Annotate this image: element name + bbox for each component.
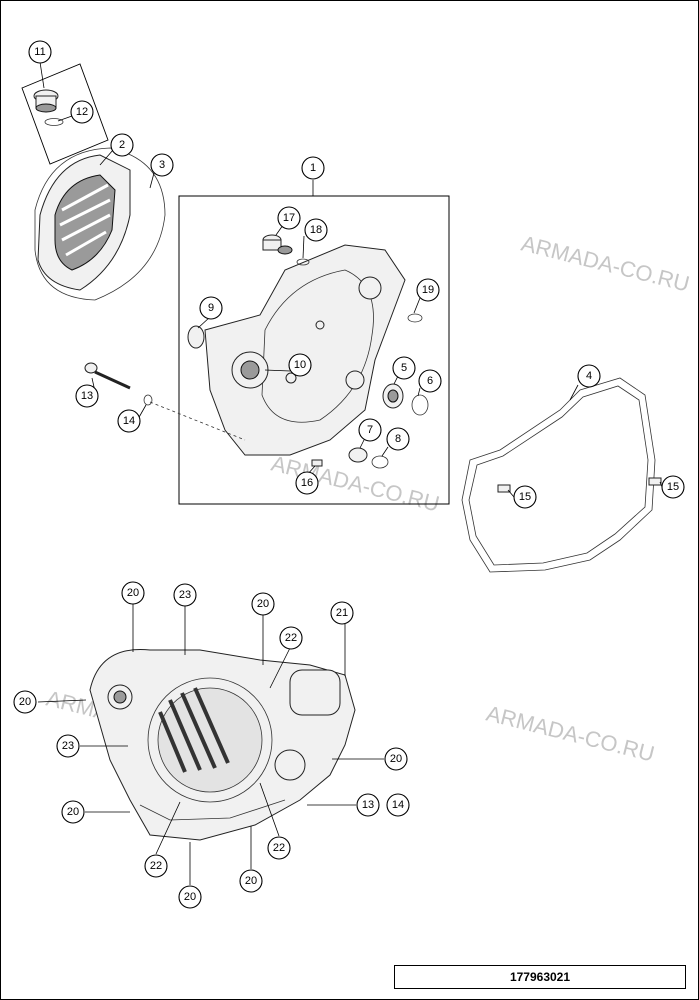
callout-3: 3: [150, 153, 174, 177]
callout-label: 10: [294, 359, 306, 371]
callout-15-right: 15: [661, 475, 685, 499]
callout-20-c: 20: [13, 690, 37, 714]
callout-label: 16: [301, 477, 313, 489]
callout-label: 19: [422, 284, 434, 296]
callout-14-top: 14: [117, 409, 141, 433]
screw-16: [311, 459, 323, 467]
callout-23-b: 23: [56, 734, 80, 758]
callout-16: 16: [295, 471, 319, 495]
shaft-seal-9: [187, 325, 205, 349]
callout-label: 2: [119, 139, 125, 151]
callout-20-d: 20: [384, 747, 408, 771]
callout-label: 14: [392, 799, 404, 811]
callout-10: 10: [288, 353, 312, 377]
callout-9: 9: [199, 296, 223, 320]
callout-label: 22: [150, 860, 162, 872]
screw-15b: [648, 477, 662, 486]
assembly-group-box: [178, 195, 450, 505]
callout-2: 2: [110, 133, 134, 157]
cover-gasket-4: [461, 377, 656, 573]
callout-15-left: 15: [513, 485, 537, 509]
washer-14: [143, 394, 153, 406]
callout-11: 11: [28, 40, 52, 64]
callout-label: 21: [336, 607, 348, 619]
callout-label: 20: [390, 753, 402, 765]
callout-6: 6: [418, 369, 442, 393]
o-ring-18: [296, 258, 310, 266]
callout-label: 18: [310, 224, 322, 236]
callout-13-top: 13: [75, 384, 99, 408]
callout-label: 23: [179, 589, 191, 601]
inner-clutch-cover: [204, 244, 406, 456]
diagram-number: 177963021: [394, 965, 686, 989]
callout-18: 18: [304, 218, 328, 242]
callout-label: 15: [667, 481, 679, 493]
callout-7: 7: [358, 418, 382, 442]
callout-23-a: 23: [173, 583, 197, 607]
callout-1: 1: [301, 156, 325, 180]
callout-label: 12: [76, 106, 88, 118]
callout-8: 8: [386, 427, 410, 451]
leader-lines: [37, 61, 663, 885]
callout-label: 13: [81, 390, 93, 402]
seal-7: [348, 447, 368, 463]
callout-5: 5: [392, 356, 416, 380]
callout-label: 15: [519, 491, 531, 503]
callout-label: 7: [367, 424, 373, 436]
callouts: 11 12 2 3 1 17 18 19 9 10 5 6 7 8 16: [13, 40, 685, 909]
callout-label: 22: [285, 632, 297, 644]
assembled-clutch-cover: [89, 649, 356, 841]
callout-label: 5: [401, 362, 407, 374]
outer-cover-gasket: [34, 147, 166, 301]
o-ring-19: [407, 313, 423, 323]
callout-label: 6: [427, 375, 433, 387]
circlip-6: [411, 394, 429, 416]
watermark-1: ARMADA-CO.RU: [519, 231, 692, 297]
callout-19: 19: [416, 278, 440, 302]
callout-4: 4: [577, 364, 601, 388]
callout-22-a: 22: [279, 626, 303, 650]
long-bolt-13: [84, 362, 131, 390]
outer-clutch-cover: [37, 154, 131, 291]
callout-label: 20: [67, 806, 79, 818]
callout-label: 3: [159, 159, 165, 171]
callout-label: 14: [123, 415, 135, 427]
callout-label: 20: [245, 875, 257, 887]
callout-20-f: 20: [239, 869, 263, 893]
callout-17: 17: [277, 206, 301, 230]
circlip-8: [371, 455, 389, 469]
screw-15a: [497, 484, 511, 493]
cap-group-box: [21, 63, 109, 165]
callout-22-b: 22: [267, 836, 291, 860]
callout-20-a: 20: [121, 581, 145, 605]
callout-label: 8: [395, 433, 401, 445]
callout-label: 13: [362, 799, 374, 811]
callout-label: 11: [34, 46, 45, 58]
callout-12: 12: [70, 100, 94, 124]
callout-label: 22: [273, 842, 285, 854]
callout-20-g: 20: [178, 885, 202, 909]
callout-label: 4: [586, 370, 592, 382]
callout-label: 9: [208, 302, 214, 314]
callout-14-bottom: 14: [386, 793, 410, 817]
watermark-4: ARMADA-CO.RU: [484, 701, 657, 767]
callout-label: 1: [310, 162, 316, 174]
callout-label: 23: [62, 740, 74, 752]
callout-21: 21: [330, 601, 354, 625]
callout-22-c: 22: [144, 854, 168, 878]
plug-cap: [33, 89, 59, 113]
callout-20-b: 20: [251, 592, 275, 616]
callout-label: 20: [127, 587, 139, 599]
callout-label: 20: [257, 598, 269, 610]
callout-20-e: 20: [61, 800, 85, 824]
callout-label: 17: [283, 212, 295, 224]
callout-label: 20: [19, 696, 31, 708]
callout-13-bottom: 13: [356, 793, 380, 817]
callout-label: 20: [184, 891, 196, 903]
o-ring-small: [44, 118, 64, 126]
oil-plug-17: [262, 234, 293, 255]
